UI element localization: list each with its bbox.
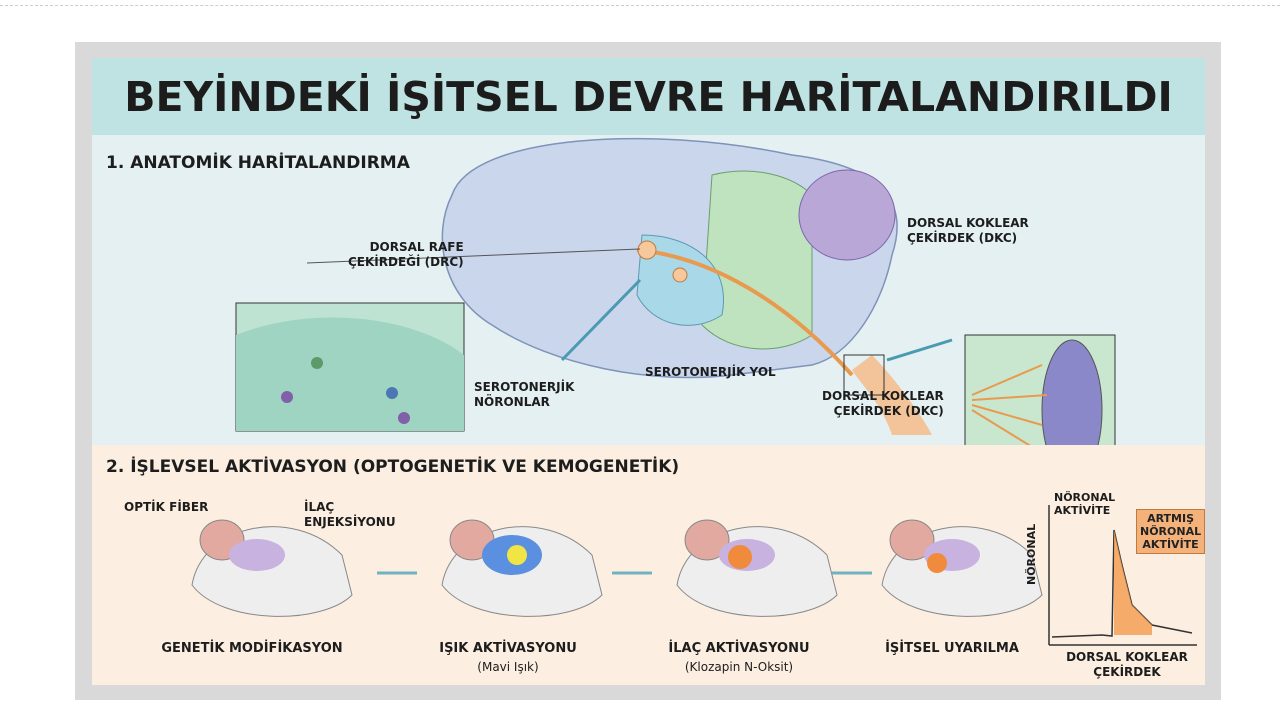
neural-activity-graph: [1048, 505, 1197, 646]
drc-label: DORSAL RAFE ÇEKİRDEĞİ (DRC): [348, 240, 464, 270]
drc-label-line2: ÇEKİRDEĞİ (DRC): [348, 255, 464, 269]
serotonergic-path-label: SEROTONERJİK YOL: [645, 365, 776, 379]
optic-fiber-label: OPTİK FİBER: [124, 500, 209, 514]
graph-x-line2: ÇEKİRDEK: [1093, 665, 1161, 679]
activity-spike-fill: [1114, 530, 1152, 635]
badge-line1: ARTMIŞ: [1147, 512, 1195, 525]
drug-injection-label: İLAÇ ENJEKSİYONU: [304, 500, 396, 530]
dkc-top-label: DORSAL KOKLEAR ÇEKİRDEK (DKC): [907, 216, 1029, 246]
serotonergic-neurons-label: SEROTONERJİK NÖRONLAR: [474, 380, 574, 410]
section-anatomical-mapping: 1. ANATOMİK HARİTALANDIRMA DORSAL RAFE Ç…: [92, 135, 1205, 445]
section2-heading: 2. İŞLEVSEL AKTİVASYON (OPTOGENETİK VE K…: [106, 457, 680, 477]
mouse-2: [441, 519, 603, 617]
graph-top-label: NÖRONAL AKTİVİTE: [1054, 491, 1115, 517]
step-3-subtitle: (Klozapin N-Oksit): [684, 660, 794, 674]
spinal-cord-shape: [852, 355, 932, 435]
step-4-title: İŞİTSEL UYARILMA: [885, 641, 1019, 656]
zoom-arrow: [886, 338, 953, 362]
drc-label-line1: DORSAL RAFE: [369, 240, 464, 254]
mice-illustration: [191, 505, 1197, 646]
infographic: BEYİNDEKİ İŞİTSEL DEVRE HARİTALANDIRILDI: [92, 58, 1205, 685]
drug-injection-line1: İLAÇ: [304, 500, 335, 514]
serotonergic-pathway: [636, 248, 854, 377]
dkc-top-line2: ÇEKİRDEK (DKC): [907, 231, 1018, 245]
increased-activity-badge: ARTMIŞ NÖRONAL AKTİVİTE: [1136, 509, 1205, 554]
serotonergic-neurons-line1: SEROTONERJİK: [474, 380, 575, 394]
step-2-title: IŞIK AKTİVASYONU: [439, 641, 577, 656]
dkc-bottom-label: DORSAL KOKLEAR ÇEKİRDEK (DKC): [822, 389, 944, 419]
drc-nucleus: [637, 240, 657, 260]
dkc-bottom-line1: DORSAL KOKLEAR: [822, 389, 944, 403]
badge-line3: AKTİVİTE: [1142, 538, 1199, 551]
dkc-top-line1: DORSAL KOKLEAR: [907, 216, 1029, 230]
graph-y-axis-label: NÖRONAL: [1025, 523, 1038, 585]
section-functional-activation: 2. İŞLEVSEL AKTİVASYON (OPTOGENETİK VE K…: [92, 445, 1205, 685]
serotonergic-neurons-line2: NÖRONLAR: [474, 395, 550, 409]
step-3-title: İLAÇ AKTİVASYONU: [668, 641, 810, 656]
cerebellum-shape: [798, 169, 896, 261]
step-1-title: GENETİK MODİFİKASYON: [161, 641, 343, 656]
infographic-title: BEYİNDEKİ İŞİTSEL DEVRE HARİTALANDIRILDI: [124, 72, 1173, 121]
brain-illustration: [235, 137, 1116, 445]
mouse-4: [881, 519, 1043, 617]
mouse-1: [191, 519, 353, 617]
dkc-highlight-box: [843, 354, 885, 396]
graph-top-line1: NÖRONAL: [1054, 491, 1116, 504]
section1-heading: 1. ANATOMİK HARİTALANDIRMA: [106, 153, 410, 173]
step-2-subtitle: (Mavi Işık): [477, 660, 539, 674]
drug-injection-line2: ENJEKSİYONU: [304, 515, 396, 529]
page-divider: [0, 5, 1280, 6]
title-band: BEYİNDEKİ İŞİTSEL DEVRE HARİTALANDIRILDI: [92, 58, 1205, 135]
graph-top-line2: AKTİVİTE: [1054, 504, 1111, 517]
mouse-3: [676, 519, 838, 617]
graph-x-axis-label: DORSAL KOKLEAR ÇEKİRDEK: [1057, 650, 1197, 680]
badge-line2: NÖRONAL: [1140, 525, 1202, 538]
dkc-bottom-line2: ÇEKİRDEK (DKC): [833, 404, 944, 418]
graph-x-line1: DORSAL KOKLEAR: [1066, 650, 1188, 664]
